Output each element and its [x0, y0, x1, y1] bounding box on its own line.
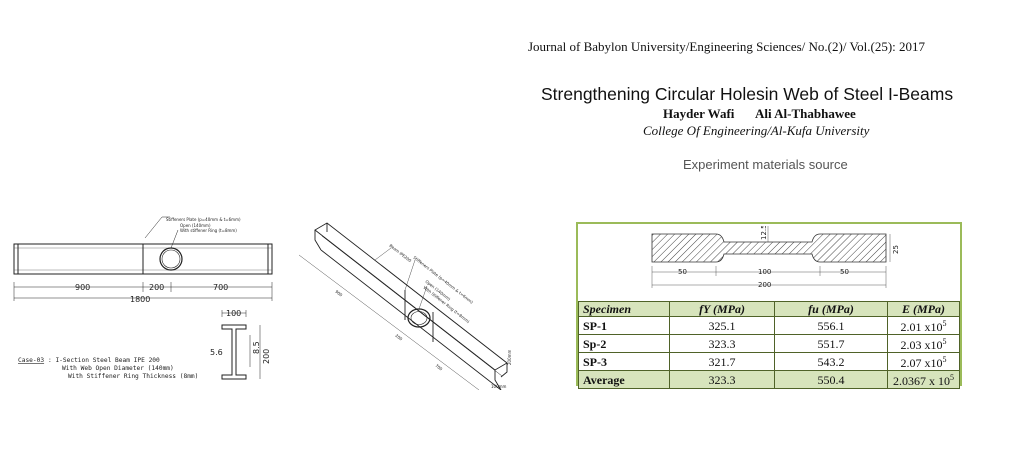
- coupon-total: 200: [758, 281, 771, 289]
- case-line-2: With Web Open Diameter (140mm): [62, 365, 174, 372]
- col-specimen: Specimen: [578, 301, 670, 317]
- cell-fy: 321.7: [669, 352, 775, 371]
- cell-fu: 550.4: [774, 370, 888, 389]
- cell-E-base: 2.07 x10: [900, 356, 943, 370]
- coupon-drawing: 12.5 25 50 100 50 200: [651, 226, 900, 289]
- iso-dim-900: 900: [334, 289, 343, 298]
- cell-E-exp: 5: [942, 355, 947, 364]
- coupon-len-3: 50: [840, 268, 849, 276]
- depth-label: 200: [262, 349, 271, 364]
- dim-700: 700: [213, 283, 228, 292]
- i-section-shape: [221, 324, 247, 380]
- dim-200: 200: [149, 283, 164, 292]
- col-E: E (MPa): [887, 301, 960, 317]
- materials-table: Specimen fY (MPa) fu (MPa) E (MPa) SP-1 …: [578, 301, 960, 389]
- case-line-3: With Stiffener Ring Thickness (8mm): [68, 373, 198, 380]
- cell-E-base: 2.03 x10: [900, 338, 943, 352]
- cell-E-base: 2.01 x10: [900, 320, 943, 334]
- isometric-beam-drawing: Beam IPE200 Stiffeners Plate (p=40mm & t…: [298, 222, 512, 390]
- table-header-row: Specimen fY (MPa) fu (MPa) E (MPa): [578, 301, 960, 317]
- dim-900: 900: [75, 283, 90, 292]
- cell-fu: 551.7: [774, 334, 888, 353]
- beam-elevation-drawing: Stiffeners Plate (p=40mm & t=6mm) Open (…: [13, 216, 273, 304]
- coupon-len-1: 50: [678, 268, 687, 276]
- coupon-width-end: 25: [892, 245, 900, 254]
- table-row-average: Average 323.3 550.4 2.0367 x 105: [578, 370, 960, 389]
- table-row: SP-3 321.7 543.2 2.07 x105: [578, 352, 960, 371]
- iso-dim-depth: 200mm: [507, 349, 512, 365]
- case-line-1: : I-Section Steel Beam IPE 200: [48, 357, 160, 364]
- cell-fy: 323.3: [669, 370, 775, 389]
- table-row: Sp-2 323.3 551.7 2.03 x105: [578, 334, 960, 353]
- case-label: Case-03: [18, 357, 44, 364]
- cell-fy: 325.1: [669, 316, 775, 335]
- cell-fu: 556.1: [774, 316, 888, 335]
- coupon-shape: [651, 233, 887, 263]
- cell-E-base: 2.0367 x 10: [893, 374, 950, 388]
- affiliation: College Of Engineering/Al-Kufa Universit…: [643, 123, 870, 138]
- table-row: SP-1 325.1 556.1 2.01 x105: [578, 316, 960, 335]
- cell-specimen: Sp-2: [578, 334, 670, 353]
- cell-E: 2.07 x105: [887, 352, 960, 371]
- author-2: Ali Al-Thabhawee: [755, 106, 856, 121]
- web-thickness-label: 5.6: [210, 348, 223, 357]
- journal-header: Journal of Babylon University/Engineerin…: [528, 39, 926, 54]
- cell-specimen: SP-1: [578, 316, 670, 335]
- stiffener-plate-note: Stiffeners Plate (p=40mm & t=6mm): [166, 217, 241, 222]
- iso-dim-700: 700: [434, 363, 443, 372]
- cell-E: 2.03 x105: [887, 334, 960, 353]
- cell-E: 2.01 x105: [887, 316, 960, 335]
- coupon-len-2: 100: [758, 268, 771, 276]
- cell-E-exp: 5: [942, 319, 947, 328]
- iso-dim-200: 200: [394, 333, 403, 342]
- iso-dim-width: 100mm: [491, 384, 507, 389]
- source-note: Experiment materials source: [683, 157, 848, 172]
- coupon-width-mid: 12.5: [760, 226, 768, 240]
- flange-width-label: 100: [226, 309, 241, 318]
- cell-fy: 323.3: [669, 334, 775, 353]
- cell-fu: 543.2: [774, 352, 888, 371]
- paper-title: Strengthening Circular Holesin Web of St…: [541, 84, 954, 104]
- cell-specimen: Average: [578, 370, 670, 389]
- author-1: Hayder Wafi: [663, 106, 735, 121]
- col-fu: fu (MPa): [774, 301, 888, 317]
- cell-E-exp: 5: [942, 337, 947, 346]
- iso-label-beam: Beam IPE200: [388, 243, 412, 264]
- flange-thickness-label: 8.5: [252, 341, 261, 354]
- top-flange: [314, 222, 508, 371]
- case-note: Case-03 : I-Section Steel Beam IPE 200 W…: [18, 357, 198, 380]
- cell-specimen: SP-3: [578, 352, 670, 371]
- i-section-drawing: 100 8.5 200 5.6: [210, 309, 271, 380]
- cell-E-exp: 5: [950, 373, 954, 382]
- ring-note: With stiffener Ring (t=8mm): [180, 228, 237, 233]
- col-fy: fY (MPa): [669, 301, 775, 317]
- web-opening: [159, 247, 183, 271]
- opening-note: Open (140mm): [180, 223, 211, 228]
- dim-total: 1800: [130, 295, 150, 304]
- cell-E: 2.0367 x 105: [887, 370, 960, 389]
